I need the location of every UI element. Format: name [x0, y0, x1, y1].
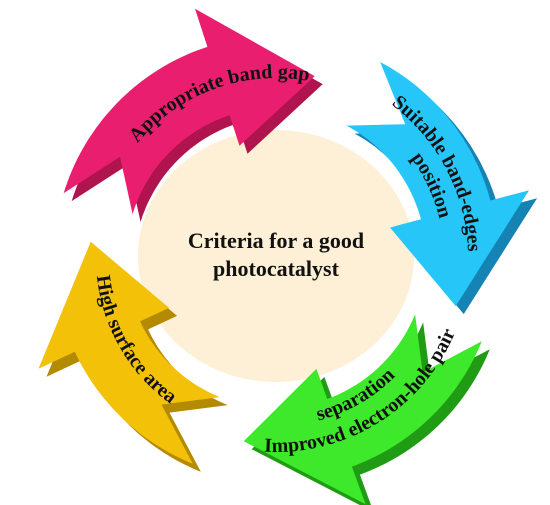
cycle-arrow-surface-area: [38, 241, 228, 472]
cycle-ring: [38, 8, 538, 505]
cycle-arrow-band-gap: [63, 8, 323, 223]
center-disc: [138, 130, 414, 382]
cycle-arrow-face-band-edges: [346, 62, 530, 307]
cycle-arrow-band-edges: [346, 62, 538, 315]
cycle-arrow-face-band-gap: [63, 8, 315, 215]
cycle-arrow-face-charge-separation: [243, 314, 482, 505]
center-title-line2: photocatalyst: [213, 256, 340, 281]
center-title-line1: Criteria for a good: [188, 228, 364, 253]
cycle-arrow-charge-separation: [243, 314, 490, 505]
cycle-arrow-face-surface-area: [38, 241, 220, 464]
